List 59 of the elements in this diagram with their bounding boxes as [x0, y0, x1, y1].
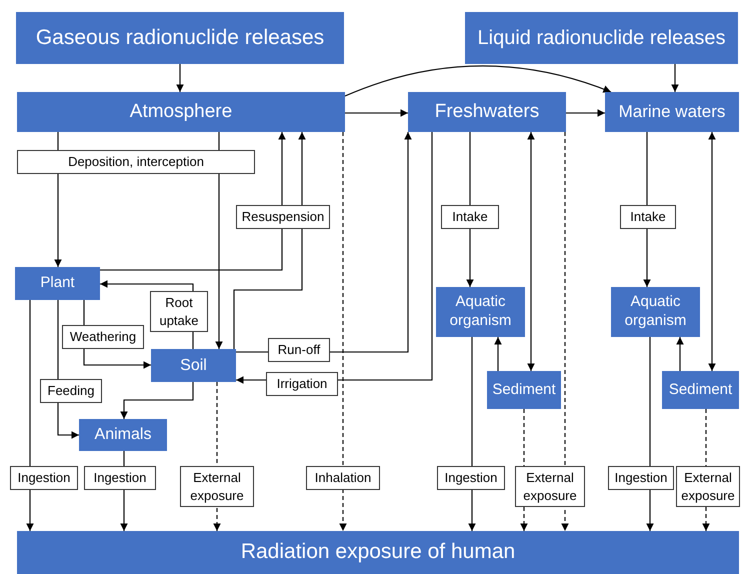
edge-label: Intake: [620, 205, 676, 229]
box-label: Marine waters: [618, 101, 726, 123]
process-box: [408, 92, 566, 132]
edge-label: External exposure: [515, 466, 585, 508]
arrow: [708, 132, 716, 371]
process-box: [662, 371, 739, 409]
arrow: [561, 132, 569, 531]
process-box: [16, 12, 344, 64]
edge-label: Ingestion: [84, 466, 156, 490]
process-box: [151, 349, 236, 382]
edge-label: Ingestion: [437, 466, 505, 490]
box-label: Sediment: [492, 380, 556, 400]
process-box: [15, 267, 100, 300]
process-box: [611, 287, 700, 337]
process-box: [17, 92, 345, 132]
edge-label: Intake: [441, 205, 499, 229]
box-label: Gaseous radionuclide releases: [36, 24, 324, 51]
edge-label: Root uptake: [150, 291, 208, 332]
arrow: [494, 337, 502, 371]
edge-label: Ingestion: [608, 466, 674, 490]
box-label: Soil: [180, 356, 207, 376]
process-box: [79, 419, 167, 451]
arrow: [215, 132, 223, 349]
edge-label: Run-off: [268, 338, 330, 362]
arrow: [676, 337, 684, 371]
arrow: [566, 109, 605, 117]
process-box: [436, 287, 525, 337]
box-label: Plant: [40, 274, 75, 293]
edge-label: Ingestion: [10, 466, 78, 490]
arrow: [100, 132, 286, 271]
process-box: [17, 531, 739, 574]
arrow: [671, 64, 679, 92]
process-box: [605, 92, 739, 132]
arrow: [176, 64, 184, 92]
process-box: [465, 12, 738, 64]
arrow: [339, 132, 347, 531]
box-label: Liquid radionuclide releases: [478, 26, 726, 50]
process-box: [487, 371, 561, 409]
arrow: [527, 132, 535, 371]
box-label: Sediment: [668, 380, 732, 400]
box-label: Aquatic organism: [624, 293, 688, 331]
box-label: Freshwaters: [434, 100, 540, 124]
arrow: [344, 65, 612, 97]
edge-label: Weathering: [62, 325, 144, 349]
edge-label: Resuspension: [236, 205, 330, 229]
edge-label: External exposure: [676, 466, 740, 508]
edge-label: Deposition, interception: [17, 150, 255, 174]
edge-label: Feeding: [40, 379, 102, 403]
box-label: Atmosphere: [130, 100, 232, 124]
arrow: [233, 132, 306, 349]
arrow: [120, 382, 194, 419]
box-label: Radiation exposure of human: [240, 539, 516, 566]
edge-label: External exposure: [180, 466, 254, 508]
edge-label: Irrigation: [266, 372, 338, 396]
edge-label: Inhalation: [306, 466, 380, 490]
box-label: Animals: [94, 425, 152, 445]
arrow: [345, 109, 408, 117]
box-label: Aquatic organism: [448, 293, 512, 331]
arrow: [26, 300, 34, 531]
